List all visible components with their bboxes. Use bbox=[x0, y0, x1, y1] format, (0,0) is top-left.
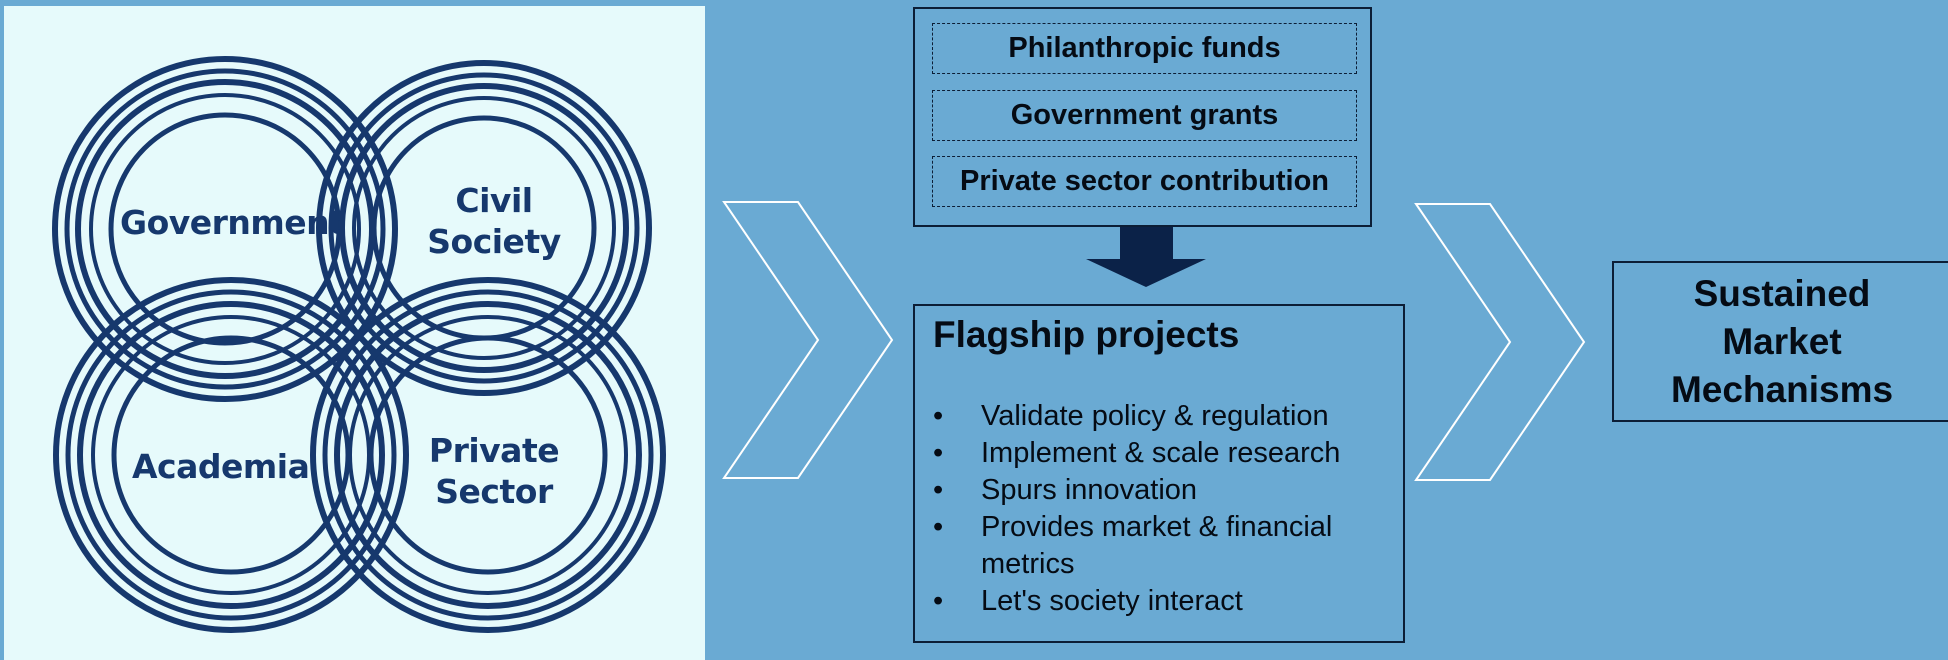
outcome-text: Sustained Market Mechanisms bbox=[1671, 270, 1893, 414]
down-arrow-icon bbox=[1086, 227, 1206, 287]
academia-label: Academia bbox=[132, 447, 310, 486]
stakeholder-venn-panel: Government Civil Society Academia Privat… bbox=[4, 6, 705, 660]
list-item: Validate policy & regulation bbox=[933, 398, 1393, 435]
funding-government-grants: Government grants bbox=[932, 90, 1357, 141]
chevron-arrow-icon bbox=[722, 201, 894, 479]
private-sector-line-2: Sector bbox=[435, 472, 553, 511]
interlocking-rings bbox=[52, 56, 666, 633]
funding-sources-box: Philanthropic funds Government grants Pr… bbox=[913, 7, 1372, 227]
outcome-line-2: Market bbox=[1722, 320, 1842, 362]
list-item: Implement & scale research bbox=[933, 435, 1393, 472]
civil-society-line-1: Civil bbox=[455, 181, 533, 220]
ring-academia bbox=[53, 277, 409, 633]
funding-private-sector: Private sector contribution bbox=[932, 156, 1357, 207]
private-sector-label: Private Sector bbox=[414, 430, 574, 512]
private-sector-line-1: Private bbox=[428, 431, 560, 470]
government-label: Government bbox=[120, 203, 345, 242]
civil-society-label: Civil Society bbox=[414, 180, 574, 262]
chevron-arrow-icon bbox=[1414, 203, 1586, 481]
flagship-list: Validate policy & regulation Implement &… bbox=[933, 398, 1393, 620]
outcome-line-3: Mechanisms bbox=[1670, 368, 1894, 410]
flagship-title: Flagship projects bbox=[933, 314, 1240, 355]
sustained-market-mechanisms-box: Sustained Market Mechanisms bbox=[1612, 261, 1948, 422]
list-item: Let's society interact bbox=[933, 583, 1393, 620]
outcome-line-1: Sustained bbox=[1693, 272, 1871, 314]
ring-private-sector bbox=[310, 277, 666, 633]
list-item: Provides market & financial metrics bbox=[933, 509, 1393, 583]
flagship-projects-box: Flagship projects Validate policy & regu… bbox=[913, 304, 1405, 643]
funding-philanthropic: Philanthropic funds bbox=[932, 23, 1357, 74]
civil-society-line-2: Society bbox=[427, 222, 561, 261]
list-item: Spurs innovation bbox=[933, 472, 1393, 509]
